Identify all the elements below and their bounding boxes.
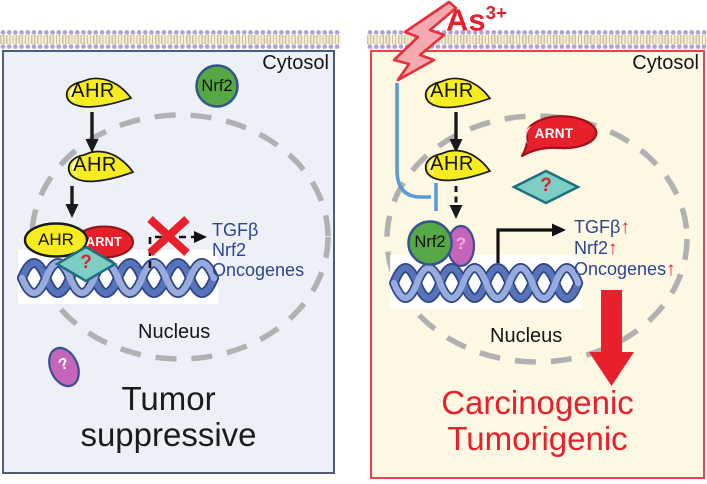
up-arrow-icon: ↑ — [608, 238, 618, 259]
ahr-label-cytosol-left: AHR — [71, 80, 115, 102]
block-x-icon — [147, 216, 190, 256]
caption-carcinogenic-tumorigenic: Carcinogenic Tumorigenic — [370, 385, 705, 457]
up-arrow-icon: ↑ — [620, 217, 630, 238]
ahr-label-cytosol-right: AHR — [430, 80, 474, 102]
arnt-icon-free-right — [520, 115, 598, 158]
arsenic-charge: 3+ — [485, 2, 507, 23]
unknown-oval-icon-left — [48, 346, 80, 388]
arrow-ahr-import-right — [449, 112, 463, 153]
arrow-ahr-impaired-right — [449, 186, 463, 219]
caption-line: Tumorigenic — [447, 420, 628, 457]
gene-nrf2-left: Nrf2 — [212, 240, 247, 260]
nrf2-icon-cytosol-left — [195, 64, 239, 108]
gene-oncogenes-right: Oncogenes↑ — [574, 259, 676, 280]
unknown-label-diamond-right: ? — [540, 175, 552, 196]
unknown-diamond-icon-right — [511, 169, 581, 205]
arrow-ahr-to-dna-left — [65, 186, 79, 218]
nucleus-label-left: Nucleus — [138, 321, 211, 343]
arrow-ahr-import-left — [85, 112, 99, 153]
membrane-right — [367, 29, 707, 50]
nucleus-outline-left — [29, 112, 331, 362]
ahr-label-nuclear-right: AHR — [430, 153, 474, 175]
caption-line: suppressive — [80, 416, 257, 453]
nucleus-outline-right — [384, 113, 690, 365]
blocked-transcription-arrow-left — [148, 231, 207, 268]
cytosol-label-right: Cytosol — [632, 52, 699, 74]
inhibition-line-arsenic — [395, 83, 438, 211]
arnt-label-free-right: ARNT — [534, 126, 574, 141]
arsenic-label: As3+ — [446, 2, 507, 38]
ahr-label-nuclear-left: AHR — [73, 154, 117, 176]
unknown-label-oval-right: ? — [455, 234, 467, 253]
gene-oncogenes-left: Oncogenes — [212, 260, 305, 280]
ahr-label-complex-left: AHR — [38, 230, 74, 249]
outcome-arrow-icon — [589, 290, 634, 386]
transcription-arrow-right — [496, 223, 566, 263]
cytosol-label-left: Cytosol — [262, 52, 329, 74]
dna-left — [18, 250, 218, 304]
gene-list-right: TGFβ↑ Nrf2↑ Oncogenes↑ — [574, 217, 676, 280]
gene-nrf2-right: Nrf2↑ — [574, 238, 618, 259]
caption-line: Tumor — [121, 380, 216, 417]
gene-list-left: TGFβ Nrf2 Oncogenes — [212, 220, 304, 280]
arsenic-symbol: As — [446, 2, 486, 38]
nrf2-icon-dna-right — [407, 220, 453, 266]
caption-line: Carcinogenic — [441, 384, 634, 421]
caption-tumor-suppressive: Tumor suppressive — [2, 381, 335, 453]
nrf2-label-dna-right: Nrf2 — [414, 233, 446, 251]
membrane-left — [0, 29, 341, 50]
dna-right — [390, 255, 582, 309]
gene-tgfb-right: TGFβ↑ — [574, 217, 630, 238]
lightning-bolt-icon — [392, 0, 458, 82]
ahr-icon-complex-left — [23, 222, 89, 258]
nucleus-label-right: Nucleus — [490, 325, 563, 347]
nrf2-label-cytosol-left: Nrf2 — [201, 77, 233, 95]
gene-tgfb-left: TGFβ — [212, 220, 259, 240]
unknown-diamond-icon-left — [54, 245, 118, 283]
arnt-label-complex-left: ARNT — [86, 235, 122, 249]
up-arrow-icon: ↑ — [666, 259, 676, 280]
unknown-label-diamond-left: ? — [80, 252, 92, 273]
